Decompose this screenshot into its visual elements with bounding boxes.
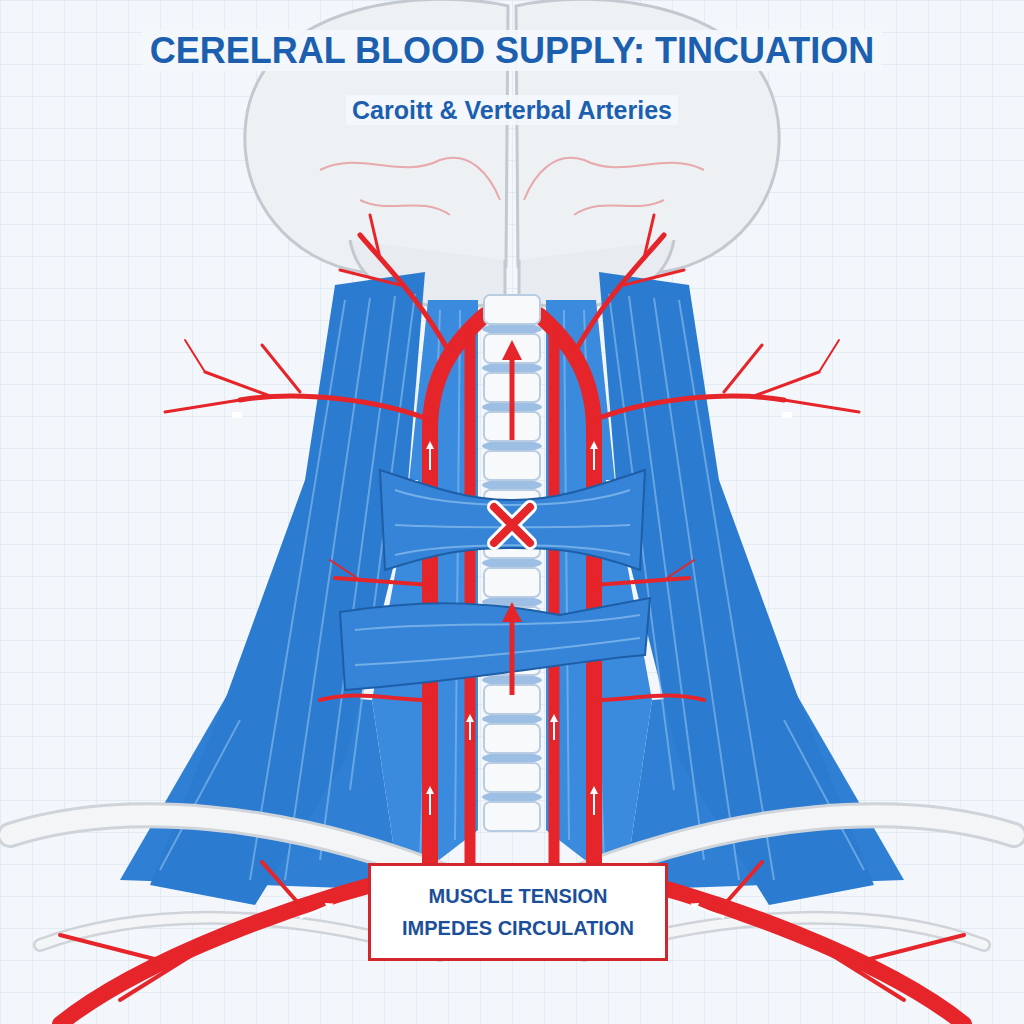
tense-muscle-band [395, 545, 630, 555]
blocked-mark [494, 507, 530, 543]
diagram-title: CERELRAL BLOOD SUPPLY: TINCUATION [142, 30, 883, 71]
tense-muscle-band [340, 598, 650, 690]
brain [360, 200, 450, 215]
vertebra [484, 724, 540, 753]
tense-muscle-band [395, 490, 630, 505]
vertebra [484, 568, 540, 597]
blood-flow-arrow [510, 612, 515, 695]
blood-flow-arrow [510, 350, 515, 440]
blocked-mark [494, 507, 530, 543]
tense-muscle-band [355, 615, 640, 630]
tense-muscle-band [340, 470, 650, 690]
spine [482, 295, 542, 831]
brain [320, 158, 500, 200]
vertebra [484, 451, 540, 480]
callout-box: MUSCLE TENSION IMPEDES CIRCULATION [368, 863, 668, 961]
callout-text: MUSCLE TENSION IMPEDES CIRCULATION [383, 880, 653, 944]
brain [524, 158, 704, 200]
tense-muscle-band [355, 638, 640, 665]
blocked-mark [494, 507, 530, 543]
subtitle: Caroitt & Verterbal Arteries [346, 95, 678, 125]
brain [574, 200, 664, 215]
vertebra [484, 802, 540, 831]
vertebra [484, 763, 540, 792]
tense-muscle-band [380, 470, 645, 570]
vertebra [484, 295, 540, 324]
